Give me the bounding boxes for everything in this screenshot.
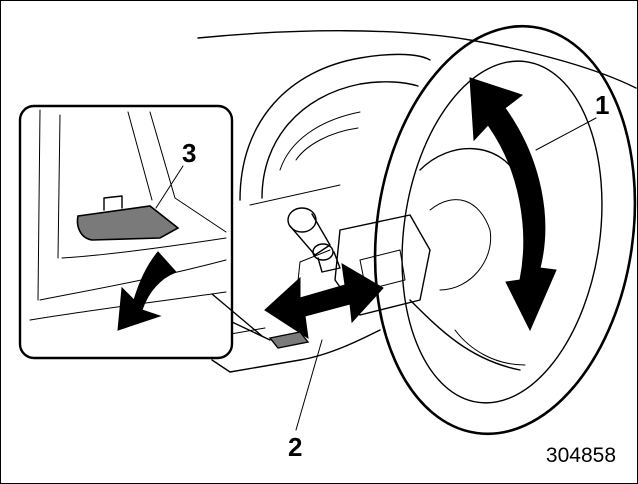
figure-code: 304858 <box>545 444 616 467</box>
callout-2: 2 <box>288 432 303 462</box>
lower-dash-outline <box>211 329 381 373</box>
inset-lever <box>76 205 180 241</box>
tilt-arrow-icon <box>469 77 557 332</box>
column-stalk <box>287 207 341 273</box>
leader-line-2 <box>295 339 323 431</box>
leader-line-1 <box>535 117 597 151</box>
tilt-lever <box>268 331 310 349</box>
release-arrow-icon <box>117 251 177 331</box>
dashboard-outline <box>197 30 637 89</box>
instrument-cluster <box>239 53 431 206</box>
inset-detail <box>18 104 271 360</box>
callout-1: 1 <box>595 90 610 120</box>
callout-3: 3 <box>182 138 197 168</box>
steering-wheel <box>373 24 637 436</box>
lever-arrow-icon <box>264 263 384 340</box>
